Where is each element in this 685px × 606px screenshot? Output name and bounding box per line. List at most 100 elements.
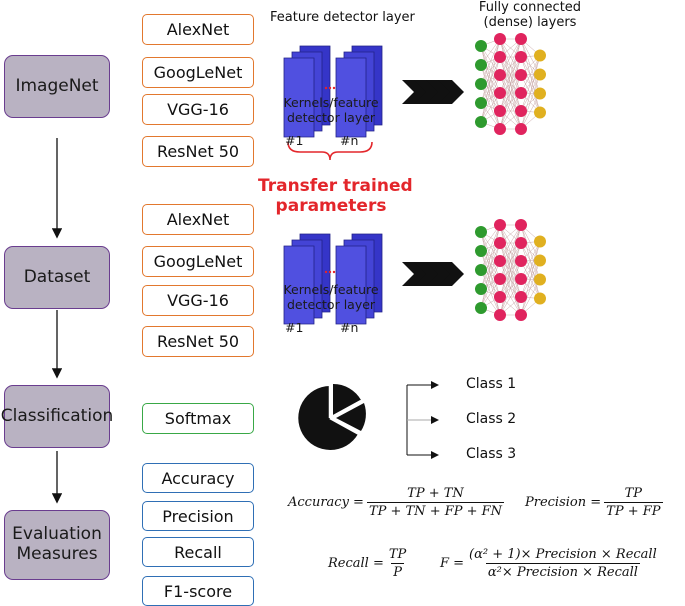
- network-edge: [480, 231, 501, 280]
- network-node: [475, 302, 487, 314]
- network-edge: [480, 224, 501, 271]
- network-edge: [499, 242, 522, 316]
- formula-precision: Precision = TP TP + FP: [525, 486, 663, 519]
- network-edge: [520, 55, 541, 94]
- network-edge: [499, 74, 522, 130]
- network-edge: [480, 45, 501, 112]
- model-googlenet-bottom: GoogLeNet: [142, 246, 254, 277]
- network-node: [494, 309, 506, 321]
- network-node: [515, 33, 527, 45]
- network-node: [494, 123, 506, 135]
- kernels-label-top: Kernels/feature detector layer: [283, 95, 379, 125]
- network-edge: [520, 74, 541, 130]
- network-node: [475, 78, 487, 90]
- kernel-stack-bottom-n: [335, 233, 383, 325]
- model-alexnet-bottom: AlexNet: [142, 204, 254, 235]
- kernel-stack-top-n: [335, 45, 383, 138]
- network-edge: [480, 45, 501, 94]
- network-node: [475, 40, 487, 52]
- network-node: [515, 255, 527, 267]
- dense-network-bottom: [475, 219, 546, 321]
- network-node: [494, 273, 506, 285]
- network-edge: [480, 74, 501, 123]
- kernels-label-bottom: Kernels/feature detector layer: [283, 282, 379, 312]
- transfer-parameters-label: Transfer trained parameters: [258, 176, 413, 217]
- network-edge: [520, 241, 541, 280]
- formula-recall: Recall = TP P: [328, 547, 407, 580]
- kernel-n-label-bottom: #n: [340, 320, 359, 335]
- network-edge: [520, 55, 541, 130]
- network-edge: [499, 92, 522, 130]
- classifier-softmax: Softmax: [142, 403, 254, 434]
- network-edge: [480, 242, 501, 309]
- class-3-label: Class 3: [466, 446, 517, 462]
- dense-network-top: [475, 33, 546, 135]
- class-1-label: Class 1: [466, 376, 517, 392]
- network-edge: [520, 224, 541, 280]
- network-node: [494, 87, 506, 99]
- network-edge: [480, 64, 501, 130]
- model-alexnet-top: AlexNet: [142, 14, 254, 45]
- network-edge: [480, 224, 501, 290]
- network-edge: [520, 241, 541, 316]
- network-edge: [499, 56, 522, 130]
- network-edge: [480, 260, 501, 309]
- network-edge: [480, 38, 501, 85]
- network-node: [515, 237, 527, 249]
- formula-accuracy: Accuracy = TP + TN TP + TN + FP + FN: [288, 486, 505, 519]
- network-node: [515, 219, 527, 231]
- transfer-brace: [287, 141, 373, 161]
- network-edge: [520, 93, 541, 130]
- model-vgg16-bottom: VGG-16: [142, 285, 254, 316]
- network-node: [534, 254, 546, 267]
- network-node: [534, 49, 546, 62]
- network-edge: [520, 56, 541, 113]
- network-node: [515, 309, 527, 321]
- kernel-first-label-top: #1: [285, 133, 304, 148]
- chevron-arrow-top-icon: [402, 80, 464, 104]
- network-node: [515, 69, 527, 81]
- network-node: [494, 51, 506, 63]
- kernel-first-label-bottom: #1: [285, 320, 304, 335]
- network-edge: [499, 38, 522, 94]
- network-node: [494, 255, 506, 267]
- network-edge: [520, 56, 541, 94]
- network-node: [534, 273, 546, 286]
- metric-accuracy: Accuracy: [142, 463, 254, 493]
- metric-precision: Precision: [142, 501, 254, 531]
- network-node: [515, 291, 527, 303]
- network-node: [515, 51, 527, 63]
- kernel-stack-bottom-1: [283, 233, 331, 325]
- class-2-label: Class 2: [466, 411, 517, 427]
- network-edge: [480, 250, 501, 298]
- network-node: [494, 219, 506, 231]
- metric-recall: Recall: [142, 537, 254, 567]
- network-node: [515, 123, 527, 135]
- model-vgg16-top: VGG-16: [142, 94, 254, 125]
- network-node: [475, 116, 487, 128]
- network-edge: [480, 38, 501, 104]
- network-edge: [520, 260, 541, 299]
- network-edge: [520, 74, 541, 113]
- stage-classification: Classification: [1, 385, 113, 448]
- network-edge: [520, 242, 541, 299]
- network-edge: [499, 260, 522, 316]
- model-resnet50-bottom: ResNet 50: [142, 326, 254, 357]
- network-edge: [480, 64, 501, 112]
- network-node: [494, 105, 506, 117]
- network-edge: [499, 278, 522, 316]
- network-edge: [499, 224, 522, 280]
- network-edge: [480, 56, 501, 123]
- network-node: [534, 106, 546, 119]
- network-node: [475, 226, 487, 238]
- network-node: [475, 264, 487, 276]
- metric-f1-score: F1-score: [142, 576, 254, 606]
- network-edge: [520, 38, 541, 94]
- network-node: [515, 105, 527, 117]
- network-edge: [499, 38, 522, 112]
- model-googlenet-top: GoogLeNet: [142, 57, 254, 88]
- network-node: [534, 68, 546, 81]
- network-node: [494, 291, 506, 303]
- kernel-stack-top-1: [283, 45, 331, 138]
